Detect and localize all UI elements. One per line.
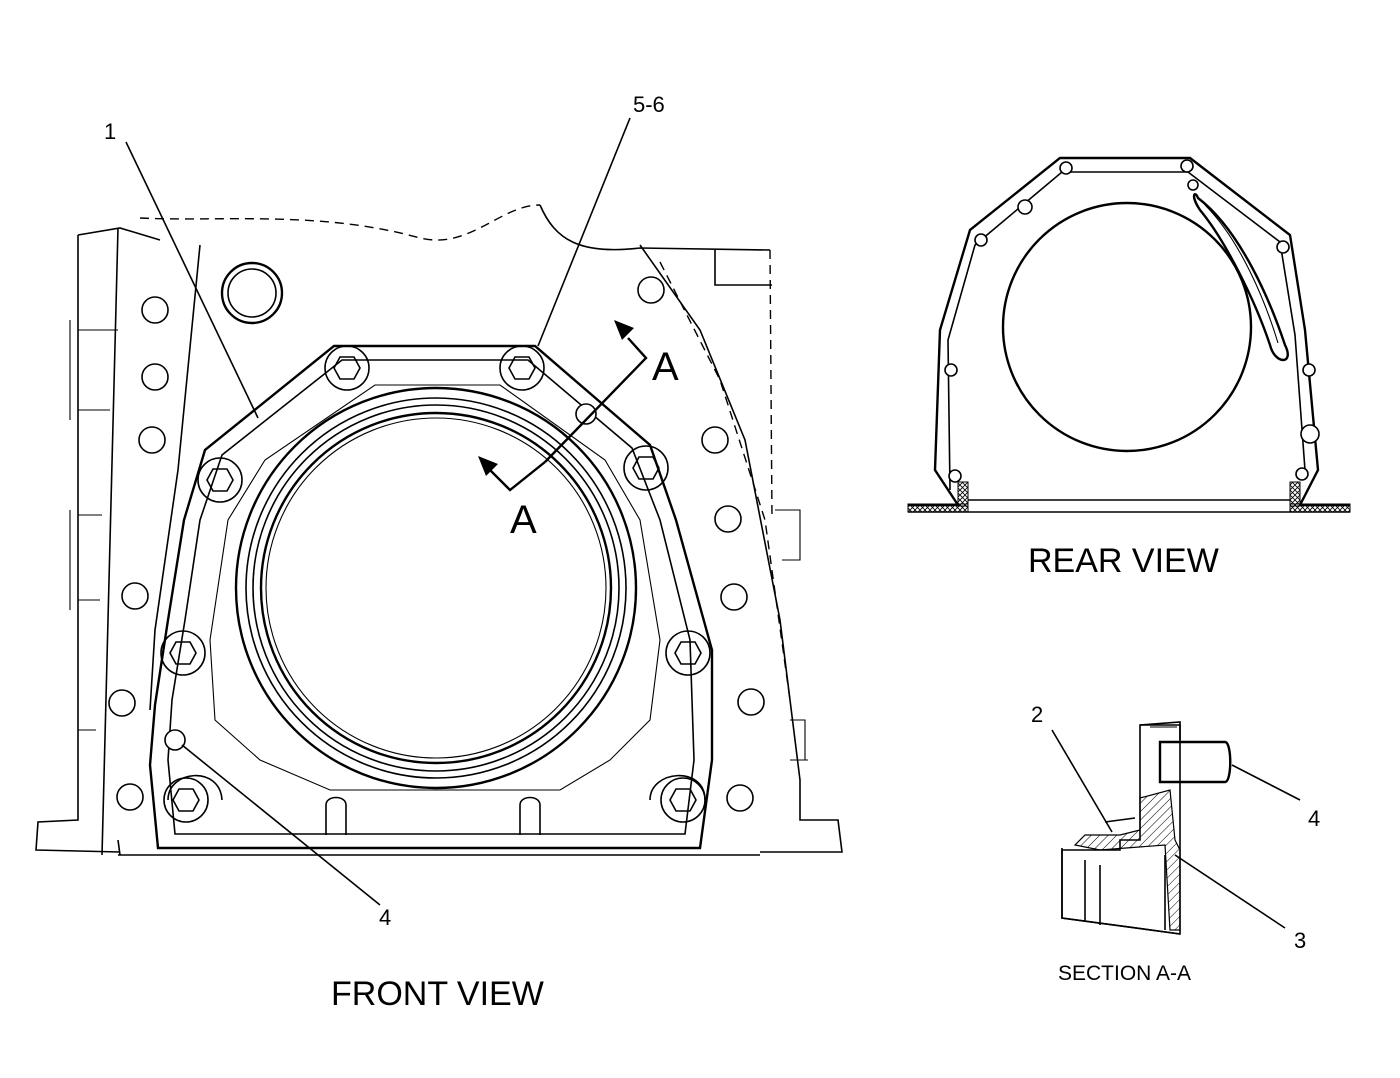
rear-holes bbox=[944, 159, 1320, 483]
front-view-title: FRONT VIEW bbox=[331, 975, 544, 1013]
section-leaders bbox=[1051, 729, 1301, 929]
callout-5-6: 5-6 bbox=[633, 92, 665, 117]
front-leaders bbox=[125, 117, 631, 906]
callout-1: 1 bbox=[104, 119, 116, 144]
callout-2: 2 bbox=[1031, 702, 1043, 727]
section-title: SECTION A-A bbox=[1058, 962, 1191, 985]
section-cut-line bbox=[478, 320, 648, 492]
section-drawing bbox=[1061, 721, 1232, 935]
callout-4-section: 4 bbox=[1308, 806, 1320, 831]
cover-bolts bbox=[160, 345, 711, 823]
section-marker-upper: A bbox=[652, 345, 679, 389]
block-holes bbox=[108, 276, 765, 812]
front-view-drawing bbox=[35, 204, 843, 856]
callout-4-front: 4 bbox=[379, 905, 391, 930]
section-marker-lower: A bbox=[510, 498, 537, 542]
callout-3: 3 bbox=[1294, 928, 1306, 953]
rear-view-title: REAR VIEW bbox=[1028, 542, 1219, 580]
rear-view-drawing bbox=[907, 156, 1351, 513]
